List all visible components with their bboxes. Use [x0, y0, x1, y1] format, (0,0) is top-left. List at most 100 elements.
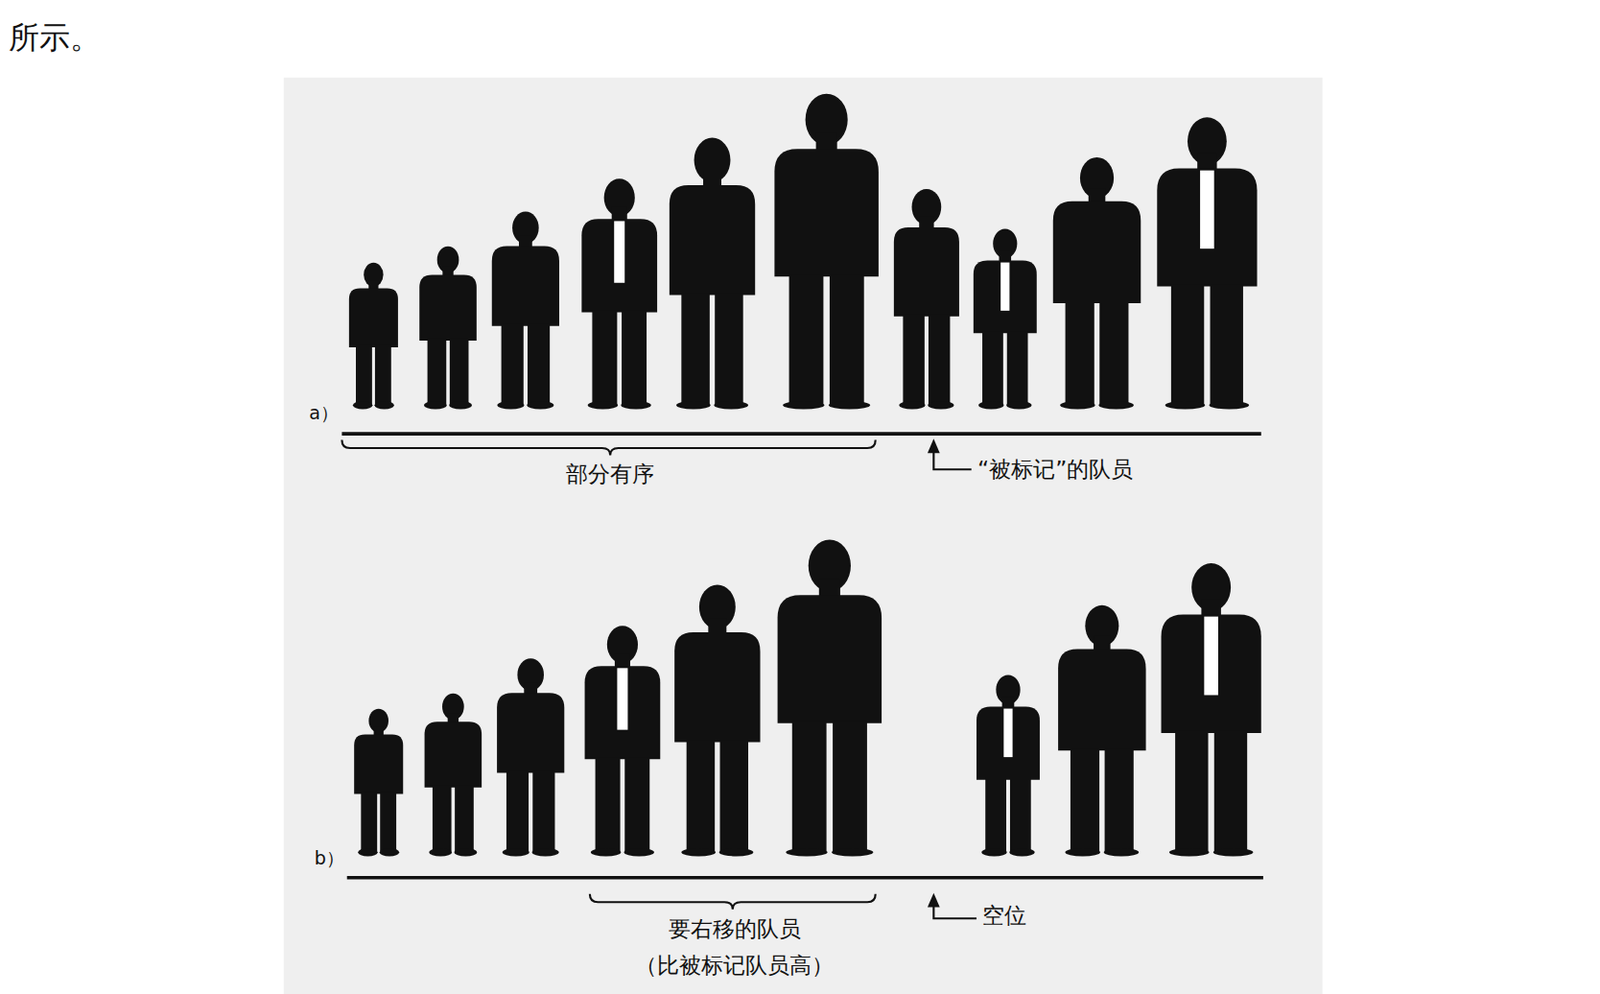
leg [829, 274, 865, 404]
leg [1105, 748, 1134, 851]
foot [496, 400, 524, 410]
pointer-line [933, 903, 977, 918]
leg [789, 274, 824, 404]
leg [902, 314, 924, 404]
leg [506, 770, 529, 851]
foot [719, 847, 754, 857]
torso [353, 733, 403, 794]
arrowhead [927, 893, 941, 908]
leg [449, 338, 470, 404]
foot [352, 400, 373, 410]
torso [424, 721, 483, 787]
leg [1065, 301, 1095, 404]
torso [674, 632, 760, 742]
player-silhouette [581, 178, 658, 409]
torso [496, 692, 565, 773]
leg [360, 791, 377, 851]
player-silhouette [1156, 117, 1257, 409]
foot [1059, 400, 1096, 410]
player-silhouette [976, 674, 1040, 856]
leg [355, 345, 373, 404]
foot [502, 847, 530, 857]
shirt-front [613, 220, 625, 283]
foot [423, 400, 448, 410]
torso [669, 185, 755, 295]
torso [973, 259, 1037, 333]
leg [982, 330, 1004, 404]
foot [1208, 400, 1249, 410]
shirt-front [1203, 616, 1219, 696]
foot [1104, 847, 1140, 857]
foot [1064, 847, 1101, 857]
player-silhouette [419, 246, 477, 410]
leg [1070, 748, 1100, 851]
torso [581, 218, 658, 312]
leg [379, 791, 397, 851]
foot [1169, 847, 1210, 857]
leg [928, 314, 950, 404]
torso [894, 227, 960, 317]
foot [454, 847, 478, 857]
foot [1006, 400, 1032, 410]
label: “被标记”的队员 [977, 456, 1133, 483]
brace [589, 894, 876, 910]
floor-line [347, 875, 1264, 880]
leg [686, 739, 715, 851]
player-silhouette [894, 188, 960, 410]
leg [432, 785, 452, 851]
foot [590, 847, 621, 857]
leg [1210, 283, 1244, 404]
arrowheads [927, 438, 941, 907]
torso [349, 287, 399, 348]
torso [1053, 201, 1141, 304]
leg [595, 756, 621, 851]
foot [620, 400, 651, 410]
brace [341, 439, 875, 455]
foot [713, 400, 749, 410]
foot [782, 400, 824, 410]
leg [621, 309, 647, 404]
leg [454, 785, 474, 851]
foot [927, 400, 954, 410]
torso [976, 705, 1040, 779]
leg [527, 324, 550, 405]
leg [1099, 301, 1129, 404]
foot [623, 847, 654, 857]
player-silhouette [774, 94, 878, 410]
player-silhouette [674, 584, 760, 856]
shirt-front [1003, 708, 1012, 758]
torso [419, 274, 477, 340]
player-silhouette [496, 658, 565, 856]
foot [981, 847, 1007, 857]
leg [1007, 330, 1029, 404]
leg [375, 345, 392, 404]
player-silhouette [973, 229, 1037, 410]
leg [1214, 730, 1248, 851]
leg [591, 309, 617, 404]
label: 要右移的队员 [668, 916, 801, 942]
player-silhouette [492, 211, 560, 409]
leg [681, 292, 709, 404]
foot [978, 400, 1004, 410]
foot [1165, 400, 1206, 410]
player-silhouette [585, 625, 661, 856]
leg [1010, 777, 1032, 851]
player-figures [349, 94, 1262, 857]
leg [1171, 283, 1204, 404]
player-silhouette [1161, 563, 1262, 856]
player-silhouette [777, 540, 882, 857]
panel-ground [283, 77, 1323, 994]
player-silhouette [349, 262, 399, 410]
leg [832, 721, 868, 851]
player-silhouette [353, 708, 403, 857]
rules [341, 433, 1263, 918]
foot [357, 847, 377, 857]
player-silhouette [1058, 605, 1146, 857]
foot [428, 847, 452, 857]
player-silhouette [1053, 157, 1141, 410]
foot [681, 847, 716, 857]
torso [1058, 649, 1146, 752]
foot [526, 400, 554, 410]
leg [624, 756, 650, 851]
leg [427, 338, 448, 404]
